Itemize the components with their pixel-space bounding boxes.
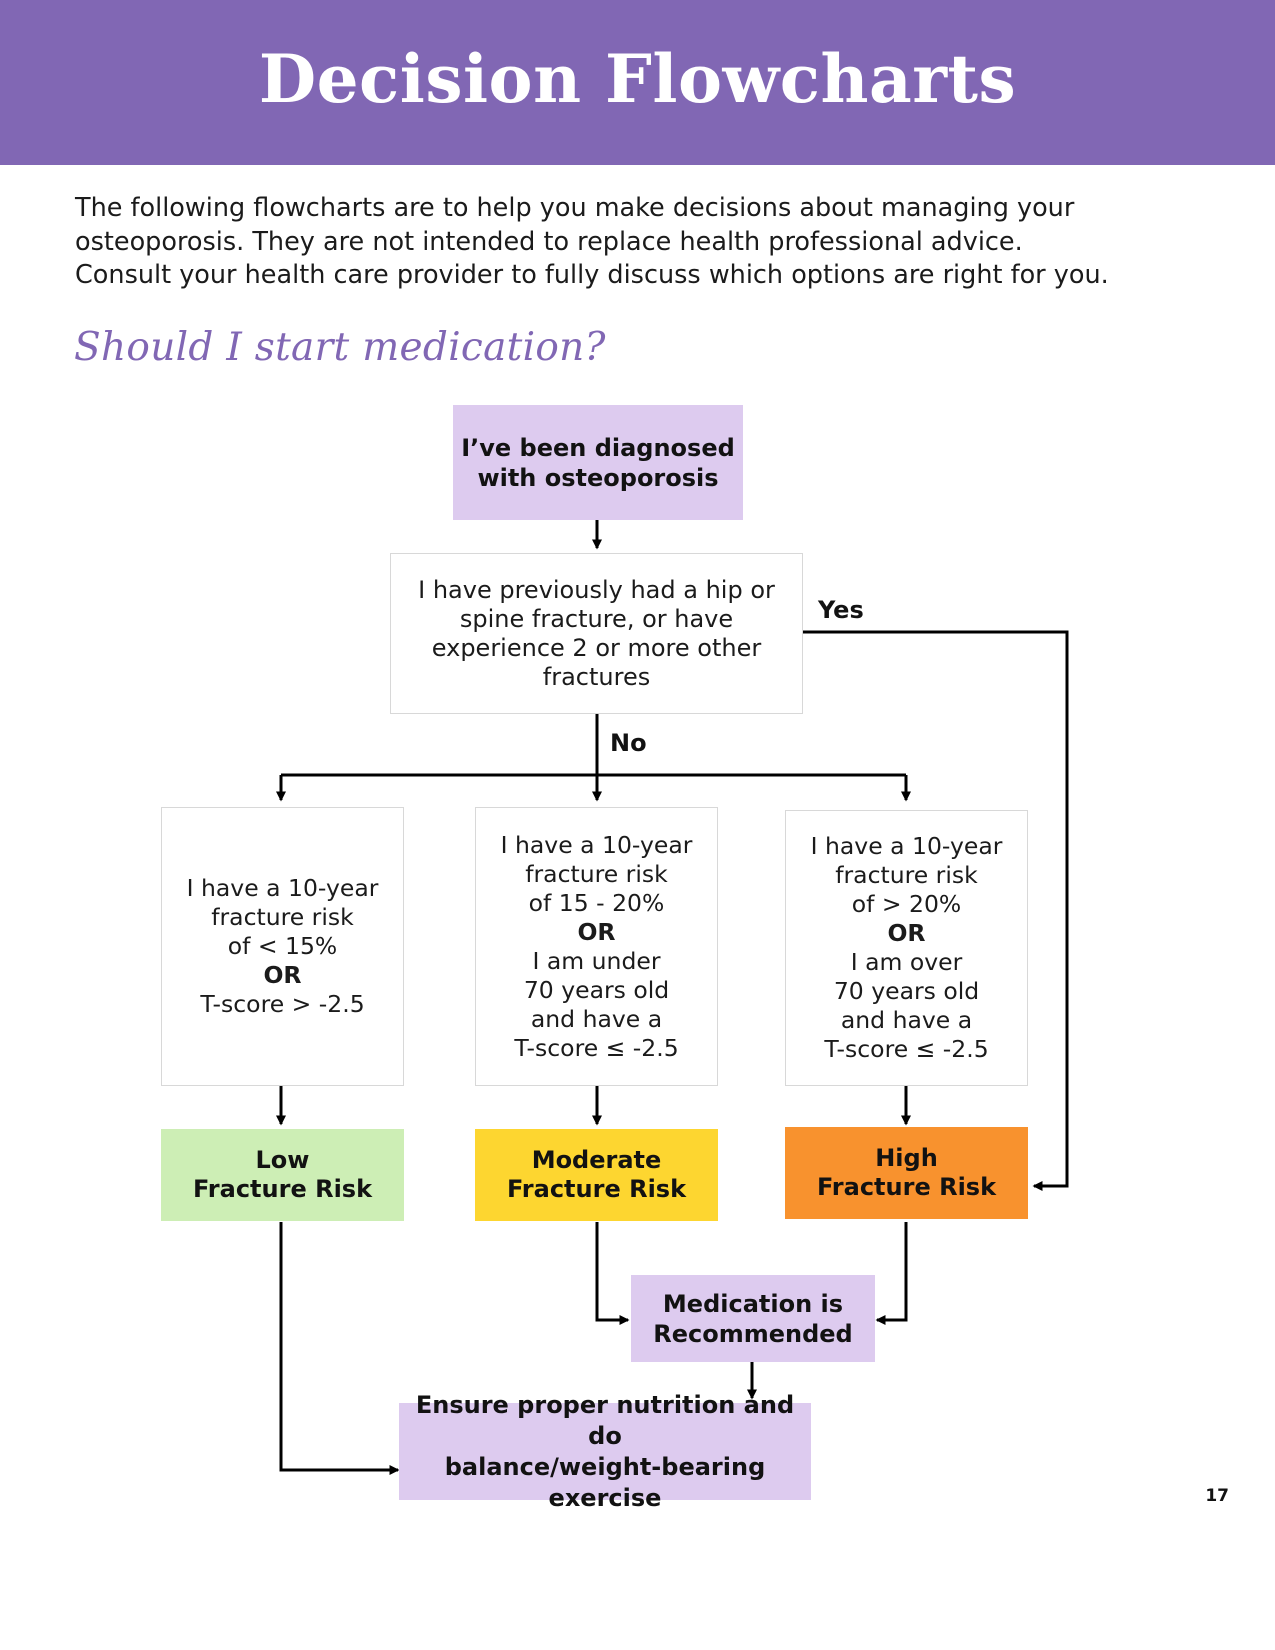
node-criteria-moderate-line-5: I am under xyxy=(532,946,661,975)
node-criteria-high-line-8: T-score ≤ -2.5 xyxy=(824,1035,989,1063)
page-title: Decision Flowcharts xyxy=(258,39,1017,118)
node-fracture-history[interactable]: I have previously had a hip or spine fra… xyxy=(390,553,803,714)
node-criteria-low-line-3: of < 15% xyxy=(227,932,338,960)
node-risk-low[interactable]: Low Fracture Risk xyxy=(161,1129,404,1221)
node-lifestyle-line-2: balance/weight-bearing exercise xyxy=(444,1452,766,1512)
node-criteria-high-line-5: I am over xyxy=(850,948,963,976)
node-criteria-moderate-line-8: T-score ≤ -2.5 xyxy=(514,1033,679,1062)
node-criteria-moderate-line-1: I have a 10-year xyxy=(500,830,693,859)
node-risk-high-line-2: Fracture Risk xyxy=(816,1173,997,1201)
node-criteria-high-line-7: and have a xyxy=(840,1006,973,1034)
intro-paragraph: The following flowcharts are to help you… xyxy=(75,192,1165,293)
node-criteria-moderate-line-2: fracture risk xyxy=(525,859,668,888)
intro-line-2: osteoporosis. They are not intended to r… xyxy=(75,226,1023,257)
node-risk-moderate[interactable]: Moderate Fracture Risk xyxy=(475,1129,718,1221)
node-criteria-moderate[interactable]: I have a 10-year fracture risk of 15 - 2… xyxy=(475,807,718,1086)
node-lifestyle[interactable]: Ensure proper nutrition and do balance/w… xyxy=(399,1391,811,1512)
node-medication-line-2: Recommended xyxy=(653,1319,853,1348)
node-medication-line-1: Medication is xyxy=(662,1289,844,1318)
node-criteria-high-line-3: of > 20% xyxy=(851,890,962,918)
node-criteria-low-line-5: T-score > -2.5 xyxy=(200,990,365,1018)
node-criteria-high-line-6: 70 years old xyxy=(833,977,980,1005)
node-diagnosed[interactable]: I’ve been diagnosed with osteoporosis xyxy=(453,405,743,520)
node-fracture-history-line-2: spine fracture, or have xyxy=(459,604,734,633)
node-diagnosed-line-1: I’ve been diagnosed xyxy=(461,433,735,462)
intro-line-3: Consult your health care provider to ful… xyxy=(75,260,1109,290)
page-header: Decision Flowcharts xyxy=(0,0,1275,165)
node-fracture-history-line-4: fractures xyxy=(542,662,651,691)
node-risk-high-line-1: High xyxy=(875,1144,938,1172)
node-criteria-low-line-2: fracture risk xyxy=(211,903,354,931)
intro-line-1: The following flowcharts are to help you… xyxy=(75,193,1075,223)
node-criteria-moderate-line-6: 70 years old xyxy=(523,975,670,1004)
node-risk-high[interactable]: High Fracture Risk xyxy=(785,1127,1028,1219)
node-criteria-moderate-line-4: OR xyxy=(577,917,616,946)
node-medication-recommended[interactable]: Medication is Recommended xyxy=(631,1275,875,1362)
node-criteria-moderate-line-3: of 15 - 20% xyxy=(528,888,665,917)
node-lifestyle-line-1: Ensure proper nutrition and do xyxy=(415,1390,795,1450)
edge-label-yes: Yes xyxy=(818,596,864,624)
node-risk-low-line-2: Fracture Risk xyxy=(192,1175,373,1203)
node-criteria-high-line-4: OR xyxy=(887,919,926,947)
section-subheading: Should I start medication? xyxy=(74,325,606,370)
node-fracture-history-line-1: I have previously had a hip or xyxy=(418,575,775,604)
node-risk-moderate-line-1: Moderate xyxy=(531,1146,662,1174)
node-criteria-moderate-line-7: and have a xyxy=(530,1004,663,1033)
node-criteria-low[interactable]: I have a 10-year fracture risk of < 15% … xyxy=(161,807,404,1086)
node-diagnosed-line-2: with osteoporosis xyxy=(477,463,719,492)
node-criteria-low-line-1: I have a 10-year xyxy=(186,874,379,902)
node-criteria-high[interactable]: I have a 10-year fracture risk of > 20% … xyxy=(785,810,1028,1086)
page-number: 17 xyxy=(1205,1486,1229,1506)
node-risk-low-line-1: Low xyxy=(255,1146,310,1174)
node-criteria-high-line-1: I have a 10-year xyxy=(810,832,1003,860)
node-criteria-low-line-4: OR xyxy=(263,961,302,989)
edge-label-no: No xyxy=(610,729,647,757)
node-fracture-history-line-3: experience 2 or more other xyxy=(431,633,762,662)
node-risk-moderate-line-2: Fracture Risk xyxy=(506,1175,687,1203)
node-criteria-high-line-2: fracture risk xyxy=(835,861,978,889)
